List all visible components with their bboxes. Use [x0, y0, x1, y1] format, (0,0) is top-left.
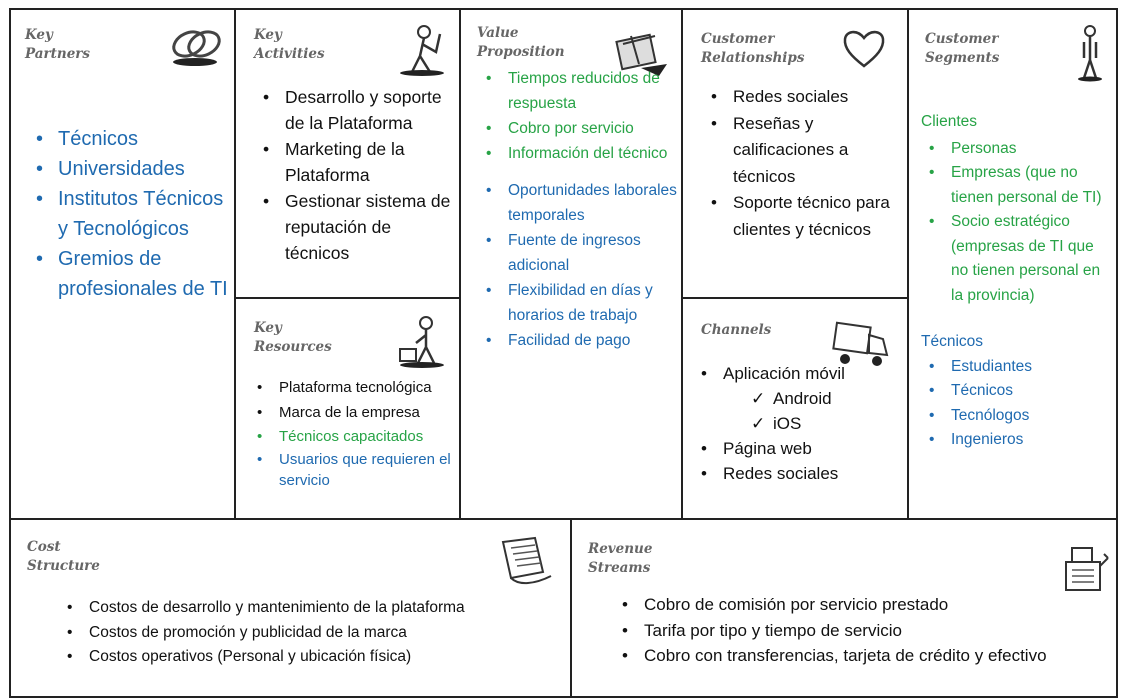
list-item: Página web [701, 436, 903, 461]
list-item: Costos de promoción y publicidad de la m… [67, 621, 559, 646]
list-item: Flexibilidad en días y horarios de traba… [486, 278, 680, 328]
list-item: Reseñas y calificaciones a técnicos [711, 111, 903, 191]
receipt-icon [501, 536, 552, 584]
list-item: Marketing de la Plataforma [263, 136, 455, 188]
list-item: Android [751, 386, 903, 411]
key-activities-list: Desarrollo y soporte de la Plataforma Ma… [263, 84, 455, 266]
heart-icon [843, 30, 885, 68]
list-item: Cobro de comisión por servicio prestado [622, 592, 1054, 618]
customer-segments-title: Customer Segments [925, 31, 1000, 66]
person-icon [1078, 25, 1102, 82]
list-item: Usuarios que requieren el servicio [257, 449, 455, 491]
cost-structure-title: Cost Structure [27, 539, 100, 574]
list-item: Empresas (que no tienen personal de TI) [929, 161, 1115, 210]
channels-title: Channels [701, 322, 772, 338]
list-item: Redes sociales [711, 84, 903, 111]
customer-relationships-block: Customer Relationships Redes sociales Re… [681, 8, 909, 299]
list-item: Cobro con transferencias, tarjeta de cré… [622, 643, 1054, 669]
list-item: Gestionar sistema de reputación de técni… [263, 188, 455, 266]
list-item: Gremios de profesionales de TI [36, 244, 233, 304]
list-item: Desarrollo y soporte de la Plataforma [263, 84, 455, 136]
list-item: Costos operativos (Personal y ubicación … [67, 645, 559, 670]
key-resources-block: Key Resources Plataforma tecnológica Mar… [234, 297, 461, 520]
list-item: Redes sociales [701, 461, 903, 486]
key-resources-list: Plataforma tecnológica Marca de la empre… [257, 377, 455, 491]
value-proposition-title: Value Proposition [477, 25, 565, 60]
key-partners-list: Técnicos Universidades Institutos Técnic… [36, 124, 233, 304]
customer-segments-content: Clientes Personas Empresas (que no tiene… [921, 110, 1115, 453]
key-partners-block: Key Partners Técnicos Universidades Inst… [9, 8, 236, 520]
revenue-streams-title: Revenue Streams [588, 541, 653, 576]
list-item: iOS [751, 411, 903, 436]
list-item: Cobro por servicio [486, 116, 680, 141]
key-activities-block: Key Activities Desarrollo y soporte de l… [234, 8, 461, 299]
list-item: Ingenieros [929, 428, 1115, 453]
list-item: Soporte técnico para clientes y técnicos [711, 190, 903, 243]
list-item: Oportunidades laborales temporales [486, 178, 680, 228]
value-proposition-block: Value Proposition Tiempos reducidos de r… [459, 8, 683, 520]
list-item: Personas [929, 137, 1115, 162]
key-activities-title: Key Activities [254, 27, 325, 62]
worker-icon [400, 25, 444, 76]
cost-structure-list: Costos de desarrollo y mantenimiento de … [67, 596, 559, 670]
cash-register-icon [1065, 547, 1109, 591]
list-item: Información del técnico [486, 141, 680, 166]
key-partners-title: Key Partners [25, 27, 91, 62]
list-item: Técnicos [36, 124, 233, 154]
customer-segments-block: Customer Segments Clientes Personas Empr… [907, 8, 1118, 520]
customer-relationships-title: Customer Relationships [701, 31, 805, 66]
list-item: Tecnólogos [929, 404, 1115, 429]
list-item: Técnicos [929, 379, 1115, 404]
customer-relationships-list: Redes sociales Reseñas y calificaciones … [711, 84, 903, 243]
list-item: Marca de la empresa [257, 401, 455, 425]
revenue-streams-list: Cobro de comisión por servicio prestado … [622, 592, 1054, 669]
list-item: Tarifa por tipo y tiempo de servicio [622, 618, 1054, 644]
list-item: Aplicación móvil [701, 361, 903, 386]
channels-list: Aplicación móvil Android iOS Página web … [701, 361, 903, 486]
value-proposition-list: Tiempos reducidos de respuesta Cobro por… [486, 66, 680, 353]
factory-worker-icon [399, 316, 444, 368]
channels-block: Channels Aplicación móvil Android iOS Pá… [681, 297, 909, 520]
list-item: Plataforma tecnológica [257, 377, 455, 398]
list-item: Estudiantes [929, 355, 1115, 380]
chain-links-icon [172, 30, 221, 66]
list-item: Tiempos reducidos de respuesta [486, 66, 680, 116]
key-resources-title: Key Resources [254, 320, 332, 355]
list-item: Facilidad de pago [486, 328, 680, 353]
list-item: Técnicos capacitados [257, 425, 455, 449]
segment-group-title: Técnicos [921, 333, 984, 350]
list-item: Fuente de ingresos adicional [486, 228, 680, 278]
segment-group-title: Clientes [921, 113, 977, 130]
list-item: Institutos Técnicos y Tecnológicos [36, 184, 233, 244]
list-item: Socio estratégico (empresas de TI que no… [929, 210, 1115, 308]
list-item: Universidades [36, 154, 233, 184]
list-item: Costos de desarrollo y mantenimiento de … [67, 596, 559, 621]
cost-structure-block: Cost Structure Costos de desarrollo y ma… [9, 518, 572, 698]
revenue-streams-block: Revenue Streams Cobro de comisión por se… [570, 518, 1118, 698]
